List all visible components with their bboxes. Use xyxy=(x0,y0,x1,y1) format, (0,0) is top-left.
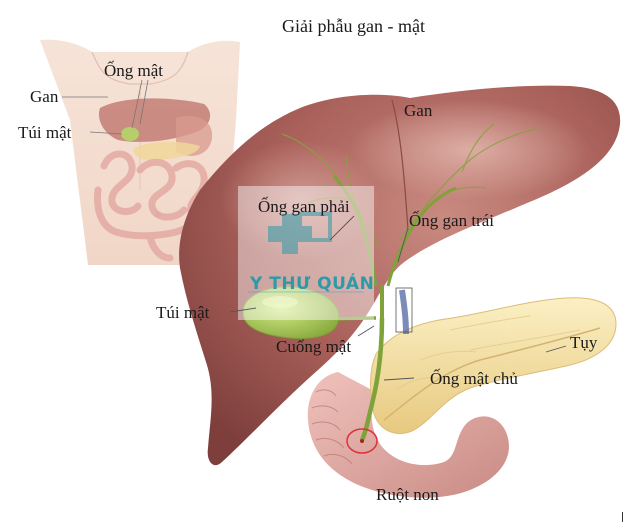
ampulla-highlight-circle xyxy=(346,428,378,454)
medical-cross-icon xyxy=(268,212,332,254)
inset-label-tui-mat: Túi mật xyxy=(18,123,72,142)
liver xyxy=(179,85,621,466)
label-gan: Gan xyxy=(404,101,433,120)
label-ruot-non: Ruột non xyxy=(376,485,439,504)
label-ong-gan-trai: Ống gan trái xyxy=(409,211,494,230)
inset-gallbladder xyxy=(121,127,139,141)
pointer-lines xyxy=(229,215,567,381)
diagram-title: Giải phẫu gan - mật xyxy=(282,16,425,36)
pancreas xyxy=(370,297,617,434)
label-cuong-mat: Cuống mật xyxy=(276,337,352,356)
label-ong-gan-phai: Ống gan phải xyxy=(258,197,350,216)
label-tui-mat: Túi mật xyxy=(156,303,210,322)
small-intestine xyxy=(307,372,509,498)
watermark-text: Y THƯ QUÁN xyxy=(250,274,375,294)
label-tuy: Tụy xyxy=(570,333,598,352)
gallbladder xyxy=(242,286,340,339)
label-ong-mat-chu: Ống mật chủ xyxy=(430,369,518,388)
watermark xyxy=(238,186,374,320)
edge-mark xyxy=(622,512,623,522)
inset-intestine xyxy=(94,150,208,262)
inset-label-ong-mat: Ống mật xyxy=(104,61,164,80)
inset-label-gan: Gan xyxy=(30,87,59,106)
torso-inset xyxy=(40,39,240,266)
